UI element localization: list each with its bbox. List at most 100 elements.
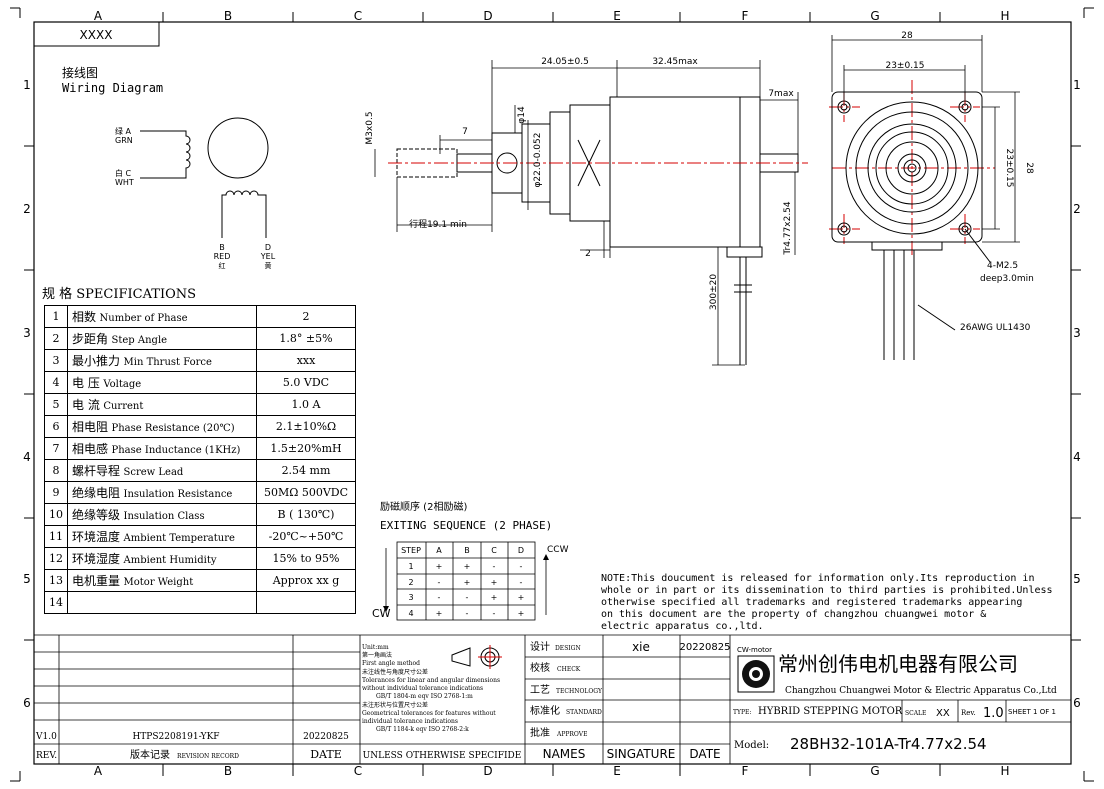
type-value: HYBRID STEPPING MOTOR [758, 706, 903, 717]
note-line: NOTE:This doucument is released for info… [601, 573, 1034, 584]
connector [871, 241, 943, 251]
spec-label [67, 591, 257, 614]
rev-label-2: Rev. [961, 709, 976, 717]
first-angle-projection-symbol [451, 645, 502, 669]
center-lines [388, 80, 995, 255]
dim-text: M3x0.5 [365, 111, 375, 144]
spec-label: 电 流 Current [67, 393, 257, 416]
specs-title: 规 格 SPECIFICATIONS [42, 287, 197, 302]
spec-value: B ( 130℃) [256, 503, 356, 526]
wiring-diagram: 接线图 Wiring Diagram 绿 A GRN 白 C WHT B RED… [62, 65, 276, 270]
date-header: DATE [310, 748, 342, 761]
spec-label-cn: 相电感 [72, 442, 109, 456]
spec-label: 相电阻 Phase Resistance (20℃) [67, 415, 257, 438]
approve-cn: 批准 [530, 726, 550, 739]
spec-label-cn: 环境温度 [72, 530, 121, 544]
rev-record-cn: 版本记录 [130, 748, 170, 761]
spec-index: 3 [44, 349, 68, 372]
angle-en: First angle method [362, 660, 420, 667]
unless-text: UNLESS OTHERWISE SPECIFIDE [363, 751, 522, 761]
logo-text: CW-motor [737, 646, 772, 654]
tol2-std: GB/T 1184-k eqv ISO 2768-2:k [376, 726, 469, 733]
spec-label: 绝缘等级 Insulation Class [67, 503, 257, 526]
spec-index: 2 [44, 327, 68, 350]
spec-index: 13 [44, 569, 68, 592]
col-label: D [483, 764, 492, 778]
front-outline [831, 91, 983, 243]
sequence-title-en: EXITING SEQUENCE (2 PHASE) [380, 519, 552, 532]
excitation-sequence: 励磁顺序 (2相励磁) EXITING SEQUENCE (2 PHASE) S… [372, 500, 569, 621]
spec-label-en: Current [103, 401, 144, 412]
spec-label-cn: 螺杆导程 [72, 464, 121, 478]
spec-label-en: Insulation Class [123, 511, 205, 522]
tol1-cn: 未注线性与角度尺寸公差 [362, 668, 428, 676]
dim-text: deep3.0min [980, 274, 1034, 284]
tol1-en2: without individual tolerance indications [362, 685, 483, 692]
spec-index: 14 [44, 591, 68, 614]
seq-header: A [436, 546, 442, 555]
spec-value: 1.5±20%mH [256, 437, 356, 460]
spec-label: 步距角 Step Angle [67, 327, 257, 350]
spec-index: 12 [44, 547, 68, 570]
wire-c-color: WHT [115, 178, 134, 187]
wiring-title-cn: 接线图 [62, 65, 98, 80]
disclaimer-note: NOTE:This doucument is released for info… [601, 573, 1053, 632]
rev-date: 20220825 [303, 732, 349, 742]
rev-number: V1.0 [35, 732, 57, 742]
spec-label-en: Step Angle [111, 335, 168, 346]
spec-label-cn: 电 压 [72, 376, 100, 390]
model-value: 28BH32-101A-Tr4.77x2.54 [790, 735, 987, 753]
drawing-id-box [33, 21, 160, 47]
rev-label: REV. [36, 751, 57, 761]
row-label: 2 [23, 202, 31, 216]
seq-cell: - [493, 562, 496, 571]
col-label: G [870, 9, 879, 23]
lead-boot [726, 246, 763, 258]
row-label: 5 [23, 572, 31, 586]
spec-value: 2.54 mm [256, 459, 356, 482]
front-circle-outer [845, 101, 979, 235]
rev-doc-number: HTPS2208191-YKF [132, 732, 219, 742]
row-label: 2 [1073, 202, 1081, 216]
seq-cell: 1 [408, 562, 413, 571]
seq-header: STEP [401, 546, 421, 555]
dim-text: 23±0.15 [885, 61, 924, 71]
spec-index: 1 [44, 305, 68, 328]
seq-cell: - [438, 578, 441, 587]
cw-label: CW [372, 607, 391, 620]
spec-index: 10 [44, 503, 68, 526]
spec-index: 11 [44, 525, 68, 548]
arrow-up [543, 554, 549, 560]
seq-header: D [518, 546, 524, 555]
std-en: STANDARD [566, 709, 602, 716]
sequence-title-cn: 励磁顺序 (2相励磁) [380, 500, 467, 513]
spec-row: 14 [44, 591, 356, 614]
col-label: F [742, 9, 749, 23]
ccw-label: CCW [547, 545, 569, 555]
wire-d-label: D [265, 243, 271, 252]
seq-cell: + [491, 593, 498, 602]
sheet-number: SHEET 1 OF 1 [1008, 708, 1056, 716]
spec-index: 6 [44, 415, 68, 438]
spec-value: Approx xx g [256, 569, 356, 592]
mount-hole [837, 222, 851, 236]
seq-cell: - [466, 593, 469, 602]
spec-label: 环境湿度 Ambient Humidity [67, 547, 257, 570]
wire-b-color: RED [214, 252, 231, 261]
row-label: 5 [1073, 572, 1081, 586]
spec-label: 螺杆导程 Screw Lead [67, 459, 257, 482]
spec-label-cn: 电机重量 [72, 574, 121, 588]
spec-label-cn: 最小推力 [72, 354, 121, 368]
spec-label-cn: 环境湿度 [72, 552, 121, 566]
spec-value: -20℃~+50℃ [256, 525, 356, 548]
date-header: DATE [689, 747, 720, 761]
spec-value: 2.1±10%Ω [256, 415, 356, 438]
spec-label-en: Ambient Humidity [123, 555, 217, 566]
